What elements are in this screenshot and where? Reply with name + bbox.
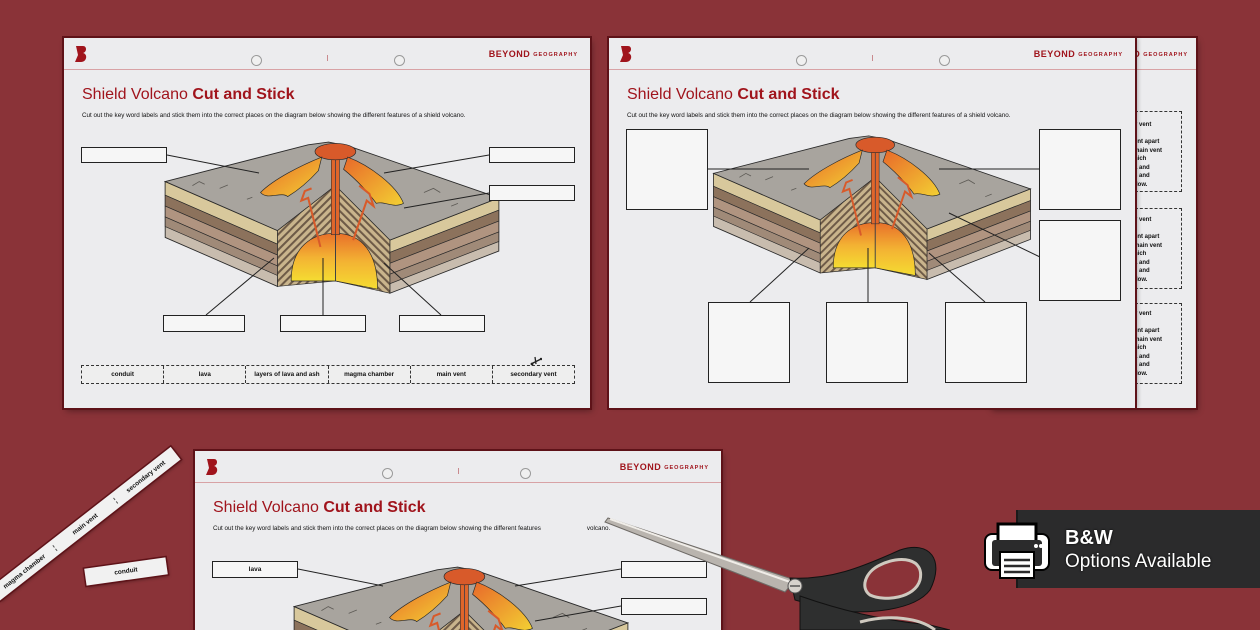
- label-box-empty[interactable]: [826, 302, 908, 383]
- punch-hole: [382, 468, 393, 479]
- fact-card-dashed: [1130, 303, 1182, 384]
- bw-title: B&W: [1065, 527, 1113, 549]
- label-box-empty[interactable]: [1039, 129, 1121, 210]
- label-secondary-vent[interactable]: secondary vent: [124, 459, 167, 495]
- worksheet-instructions: Cut out the key word labels and stick th…: [213, 525, 611, 532]
- leader-lines: [708, 168, 1041, 303]
- beyond-logo-icon: [620, 46, 632, 62]
- center-tick: [327, 55, 328, 61]
- label-box-empty[interactable]: [163, 315, 245, 332]
- label-conduit[interactable]: conduit: [82, 366, 165, 383]
- worksheet-title: Shield Volcano Cut and Stick: [82, 86, 295, 103]
- scissors-cut-icon: [530, 356, 542, 366]
- leader-lines: [297, 568, 622, 622]
- printer-icon: [984, 522, 1050, 579]
- label-box-empty[interactable]: [1039, 220, 1121, 301]
- worksheet-title: Shield Volcano Cut and Stick: [213, 499, 426, 516]
- label-conduit-text: conduit: [113, 566, 139, 577]
- beyond-logo-icon: [75, 46, 87, 62]
- punch-hole: [939, 55, 950, 66]
- label-secondary-vent[interactable]: secondary vent: [510, 371, 557, 378]
- punch-hole: [251, 55, 262, 66]
- center-tick: [872, 55, 873, 61]
- label-box-empty[interactable]: [489, 147, 575, 163]
- label-box-empty[interactable]: [489, 185, 575, 201]
- worksheet-title: Shield Volcano Cut and Stick: [627, 86, 840, 103]
- label-box-empty[interactable]: [621, 598, 707, 615]
- label-box-empty[interactable]: [621, 561, 707, 578]
- label-box-empty[interactable]: [626, 129, 708, 210]
- cut-label-conduit[interactable]: conduit: [84, 557, 168, 586]
- label-main-vent[interactable]: main vent: [411, 366, 493, 383]
- bw-options-badge: [1018, 510, 1260, 588]
- leader-lines: [166, 154, 490, 316]
- label-magma-chamber[interactable]: magma chamber: [329, 366, 411, 383]
- label-box-empty[interactable]: [280, 315, 366, 332]
- bw-subtitle: Options Available: [1065, 551, 1212, 572]
- punch-hole: [520, 468, 531, 479]
- scissors-icon: [604, 517, 950, 630]
- beyond-logo-icon: [206, 459, 218, 475]
- center-tick: [458, 468, 459, 474]
- punch-hole: [796, 55, 807, 66]
- punch-hole: [394, 55, 405, 66]
- label-box-lava[interactable]: lava: [212, 561, 298, 578]
- label-layers-of-lava-and-ash[interactable]: layers of lava and ash: [246, 366, 329, 383]
- worksheet-instructions: Cut out the key word labels and stick th…: [627, 112, 1011, 119]
- fact-card-dashed: [1130, 111, 1182, 192]
- worksheet-instructions: Cut out the key word labels and stick th…: [82, 112, 466, 119]
- label-box-empty[interactable]: [708, 302, 790, 383]
- label-box-empty[interactable]: [81, 147, 167, 163]
- label-box-empty[interactable]: [399, 315, 485, 332]
- fact-card-dashed: [1130, 208, 1182, 289]
- label-box-empty[interactable]: [945, 302, 1027, 383]
- cut-out-label-strip: conduit lava layers of lava and ash magm…: [81, 365, 575, 384]
- label-magma-chamber[interactable]: magma chamber: [0, 544, 58, 598]
- label-lava[interactable]: lava: [164, 366, 247, 383]
- label-main-vent[interactable]: main vent: [52, 497, 118, 551]
